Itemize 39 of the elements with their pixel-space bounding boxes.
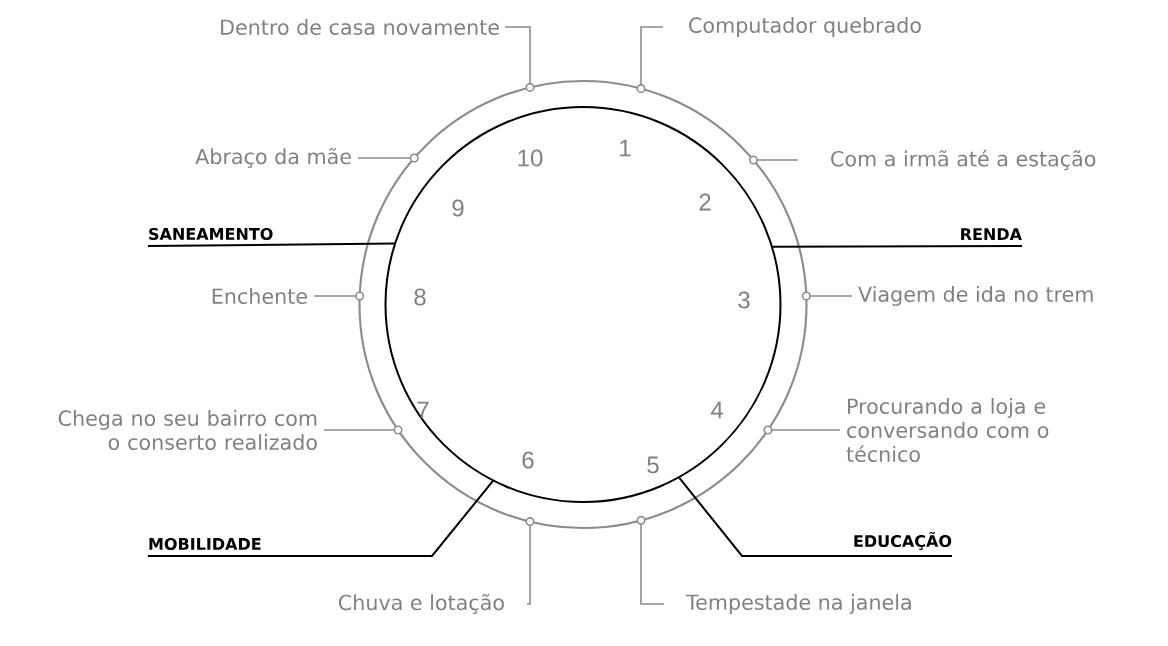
- outer-ring: [358, 79, 808, 530]
- step-number: 7: [417, 401, 429, 419]
- leader-line: [313, 295, 357, 297]
- leader-line: [640, 523, 665, 605]
- step-label: Dentro de casa novamente: [221, 19, 499, 35]
- leader-line: [770, 429, 841, 431]
- step-number: 8: [414, 288, 426, 306]
- step-number: 1: [620, 139, 631, 157]
- leader-line: [809, 295, 853, 297]
- leader-line: [770, 245, 1023, 248]
- leader-line: [640, 26, 664, 86]
- step-label: Viagem de ida no trem: [858, 286, 1093, 306]
- leader-line: [526, 524, 531, 605]
- step-label: Tempestade na janela: [685, 594, 911, 614]
- leader-line: [756, 159, 799, 161]
- step-label: Enchente: [212, 288, 307, 304]
- step-label: Com a irmã até a estação: [831, 149, 1096, 171]
- category-label: SANEAMENTO: [149, 227, 273, 240]
- leader-line: [147, 242, 397, 247]
- step-number: 10: [518, 149, 543, 167]
- step-label: Computador quebrado: [689, 17, 921, 37]
- step-number: 6: [522, 451, 534, 469]
- step-label: Chega no seu bairro com o conserto realizado: [58, 410, 317, 450]
- step-number: 2: [699, 193, 711, 211]
- leader-line: [357, 157, 412, 159]
- leader-line: [504, 26, 531, 85]
- category-label: RENDA: [961, 228, 1022, 240]
- step-number: 4: [710, 401, 723, 419]
- step-number: 5: [647, 456, 659, 474]
- category-label: EDUCAÇÃO: [854, 531, 952, 550]
- step-number: 3: [738, 291, 750, 309]
- category-label: MOBILIDADE: [149, 537, 261, 550]
- leader-line: [677, 476, 953, 557]
- step-label: Abraço da mãe: [195, 147, 351, 169]
- step-number: 9: [452, 199, 464, 217]
- step-label: Chuva e lotação: [338, 593, 504, 614]
- step-label: Procurando a loja e conversando com o técnico: [846, 398, 1049, 462]
- leader-line: [323, 429, 396, 431]
- leader-line: [147, 479, 495, 557]
